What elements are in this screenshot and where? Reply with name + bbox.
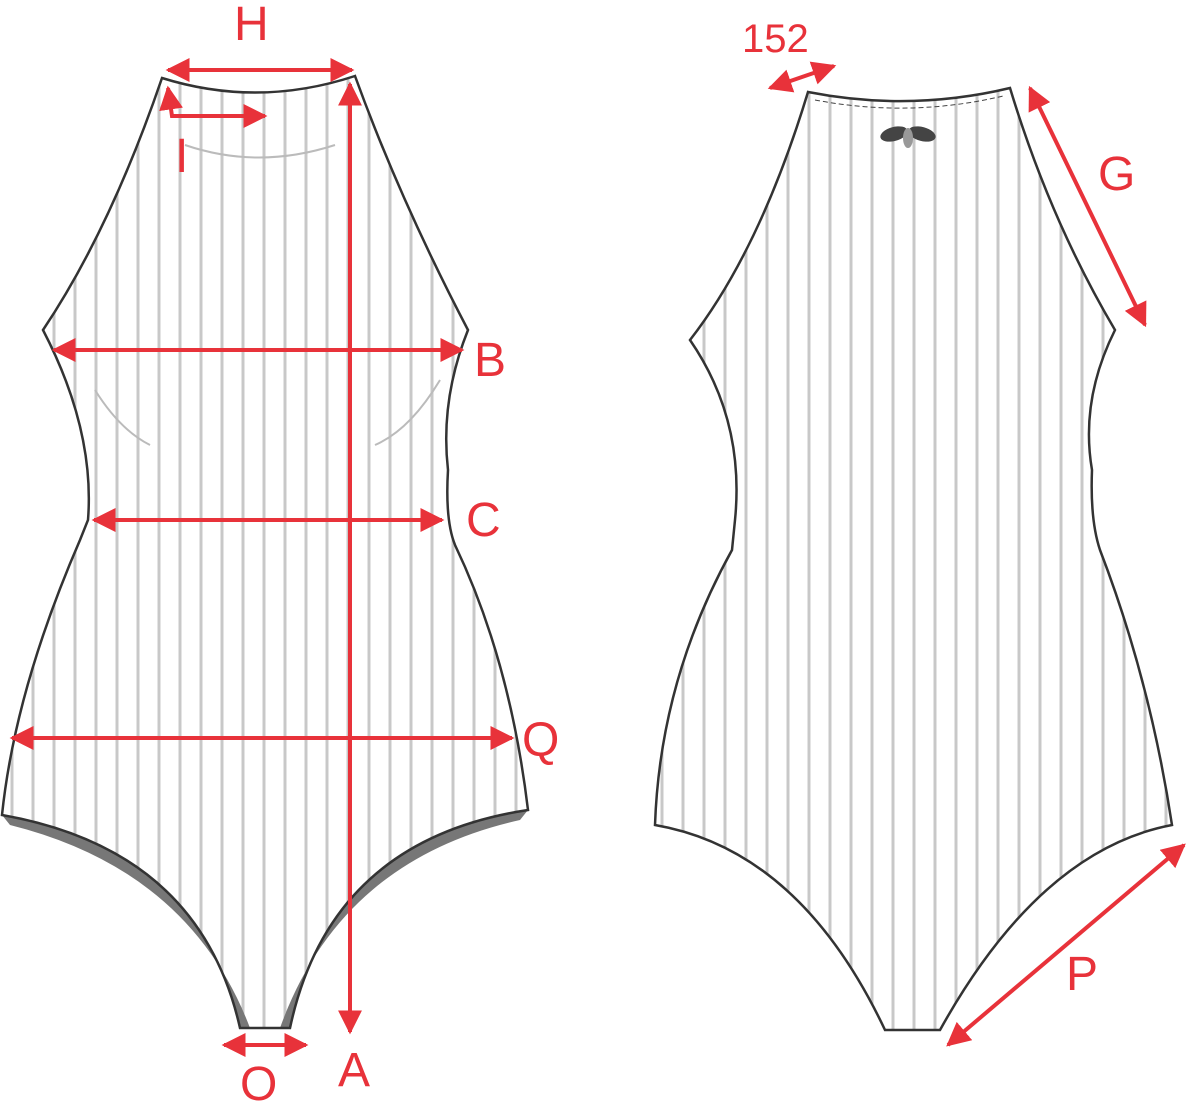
measure-arrow-strap [767,61,837,93]
label-o: O [240,1058,277,1104]
front-left-leg-lining [2,815,250,1028]
front-ribs [10,76,518,1028]
front-neck-seam [184,144,336,159]
front-bust-seam-left [94,389,151,446]
measure-arrow-i [159,85,268,128]
label-g: G [1098,148,1135,201]
label-c: C [466,494,501,547]
label-q: Q [522,714,559,767]
front-view: H I B C Q A O [0,0,559,1104]
front-bust-seam-right [374,379,441,446]
back-view: 152 G P [653,17,1186,1047]
back-ribs [660,88,1168,1030]
label-a: A [338,1044,370,1097]
measure-arrow-g [1028,85,1147,328]
front-outline [0,74,530,1030]
front-right-leg-lining [280,810,528,1028]
label-h: H [234,0,269,51]
label-p: P [1066,948,1098,1001]
bee-icon [880,126,936,148]
label-i: I [175,130,188,183]
measure-arrow-p [946,843,1186,1047]
label-152: 152 [742,17,809,61]
label-b: B [474,334,506,387]
